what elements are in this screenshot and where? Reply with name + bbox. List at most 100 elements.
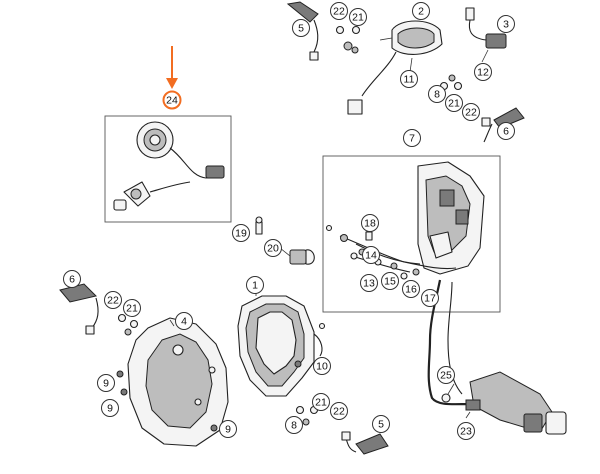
callout-21: 21 — [445, 94, 463, 112]
callout-11: 11 — [400, 70, 418, 88]
part-20-headlight-bulb — [279, 247, 315, 265]
callout-circle — [403, 129, 421, 147]
hardware-washers-top — [335, 25, 361, 54]
callout-6: 6 — [497, 122, 515, 140]
callout-number: 10 — [316, 361, 328, 373]
callout-circle — [285, 416, 303, 434]
callout-number: 11 — [404, 74, 415, 86]
callout-circle — [219, 420, 237, 438]
part-1-headlight-housing — [237, 288, 326, 397]
part-23-wiring-loom — [441, 371, 567, 435]
callout-number: 17 — [424, 293, 436, 305]
callout-19: 19 — [232, 224, 250, 242]
callout-6: 6 — [63, 270, 81, 288]
callout-number: 13 — [363, 278, 375, 290]
callout-25: 25 — [437, 366, 455, 384]
callout-number: 23 — [460, 426, 472, 438]
callout-number: 6 — [69, 274, 75, 286]
callout-3: 3 — [497, 15, 515, 33]
hardware-screws — [116, 360, 302, 432]
callout-number: 9 — [103, 378, 109, 390]
callout-circle — [175, 312, 193, 330]
part-indicator-bottom — [341, 431, 389, 455]
callout-number: 7 — [409, 133, 415, 145]
callout-15: 15 — [381, 272, 399, 290]
callout-21: 21 — [349, 8, 367, 26]
callout-number: 25 — [440, 370, 452, 382]
part-connector — [465, 7, 507, 63]
callout-number: 5 — [298, 23, 304, 35]
callout-7: 7 — [403, 129, 421, 147]
callout-number: 20 — [267, 243, 279, 255]
callout-number: 22 — [465, 107, 477, 119]
callout-21: 21 — [312, 393, 330, 411]
callout-number: 22 — [107, 295, 119, 307]
callout-number: 19 — [235, 228, 247, 240]
callout-circle — [232, 224, 250, 242]
part-19-bulb — [255, 216, 263, 235]
callout-number: 21 — [352, 12, 364, 24]
callout-number: 2 — [418, 6, 424, 18]
callout-number: 14 — [365, 250, 377, 262]
callout-14: 14 — [362, 246, 380, 264]
callout-21: 21 — [123, 299, 141, 317]
callout-circle — [381, 272, 399, 290]
callout-circle — [162, 90, 182, 110]
callout-16: 16 — [402, 280, 420, 298]
callout-number: 8 — [291, 420, 297, 432]
callout-5: 5 — [292, 19, 310, 37]
callout-circle — [101, 399, 119, 417]
callout-23: 23 — [457, 422, 475, 440]
part-7-light-bracket — [325, 161, 485, 280]
callout-18: 18 — [361, 214, 379, 232]
callout-circle — [330, 2, 348, 20]
callout-number: 21 — [315, 397, 327, 409]
callout-circle — [312, 393, 330, 411]
subassembly-frame-24 — [104, 115, 232, 223]
callout-9: 9 — [97, 374, 115, 392]
callout-1: 1 — [246, 276, 264, 294]
callout-circle — [63, 270, 81, 288]
callout-number: 5 — [378, 419, 384, 431]
callout-number: 22 — [333, 6, 345, 18]
part-headlight-top — [347, 20, 443, 115]
callout-circle — [412, 2, 430, 20]
callout-circle — [402, 280, 420, 298]
callout-8: 8 — [285, 416, 303, 434]
callout-8: 8 — [428, 85, 446, 103]
callout-circle — [362, 246, 380, 264]
callout-number: 1 — [252, 280, 258, 292]
callout-number: 21 — [448, 98, 460, 110]
callout-number: 22 — [333, 406, 345, 418]
part-indicator-top-left — [286, 1, 319, 61]
callout-circle — [292, 19, 310, 37]
callout-circle — [474, 63, 492, 81]
callout-22: 22 — [104, 291, 122, 309]
callout-number: 8 — [434, 89, 440, 101]
callout-12: 12 — [474, 63, 492, 81]
highlight-arrow — [166, 46, 178, 89]
callout-circle — [360, 274, 378, 292]
callout-circle — [497, 122, 515, 140]
callout-number: 6 — [503, 126, 509, 138]
callout-10: 10 — [313, 357, 331, 375]
callout-number: 12 — [477, 67, 489, 79]
callout-number: 16 — [405, 284, 417, 296]
part-4-headlight-mask — [127, 317, 229, 447]
callout-20: 20 — [264, 239, 282, 257]
callout-number: 15 — [384, 276, 396, 288]
hardware-washers-right — [439, 74, 463, 91]
callout-17: 17 — [421, 289, 439, 307]
callout-circle — [421, 289, 439, 307]
callout-22: 22 — [330, 2, 348, 20]
callout-number: 4 — [181, 316, 187, 328]
callout-number: 3 — [503, 19, 509, 31]
callout-number: 24 — [166, 95, 178, 107]
callout-24: 24 — [162, 90, 182, 110]
callout-5: 5 — [372, 415, 390, 433]
callout-22: 22 — [330, 402, 348, 420]
callout-number: 18 — [364, 218, 376, 230]
callout-4: 4 — [175, 312, 193, 330]
callout-circle — [437, 366, 455, 384]
